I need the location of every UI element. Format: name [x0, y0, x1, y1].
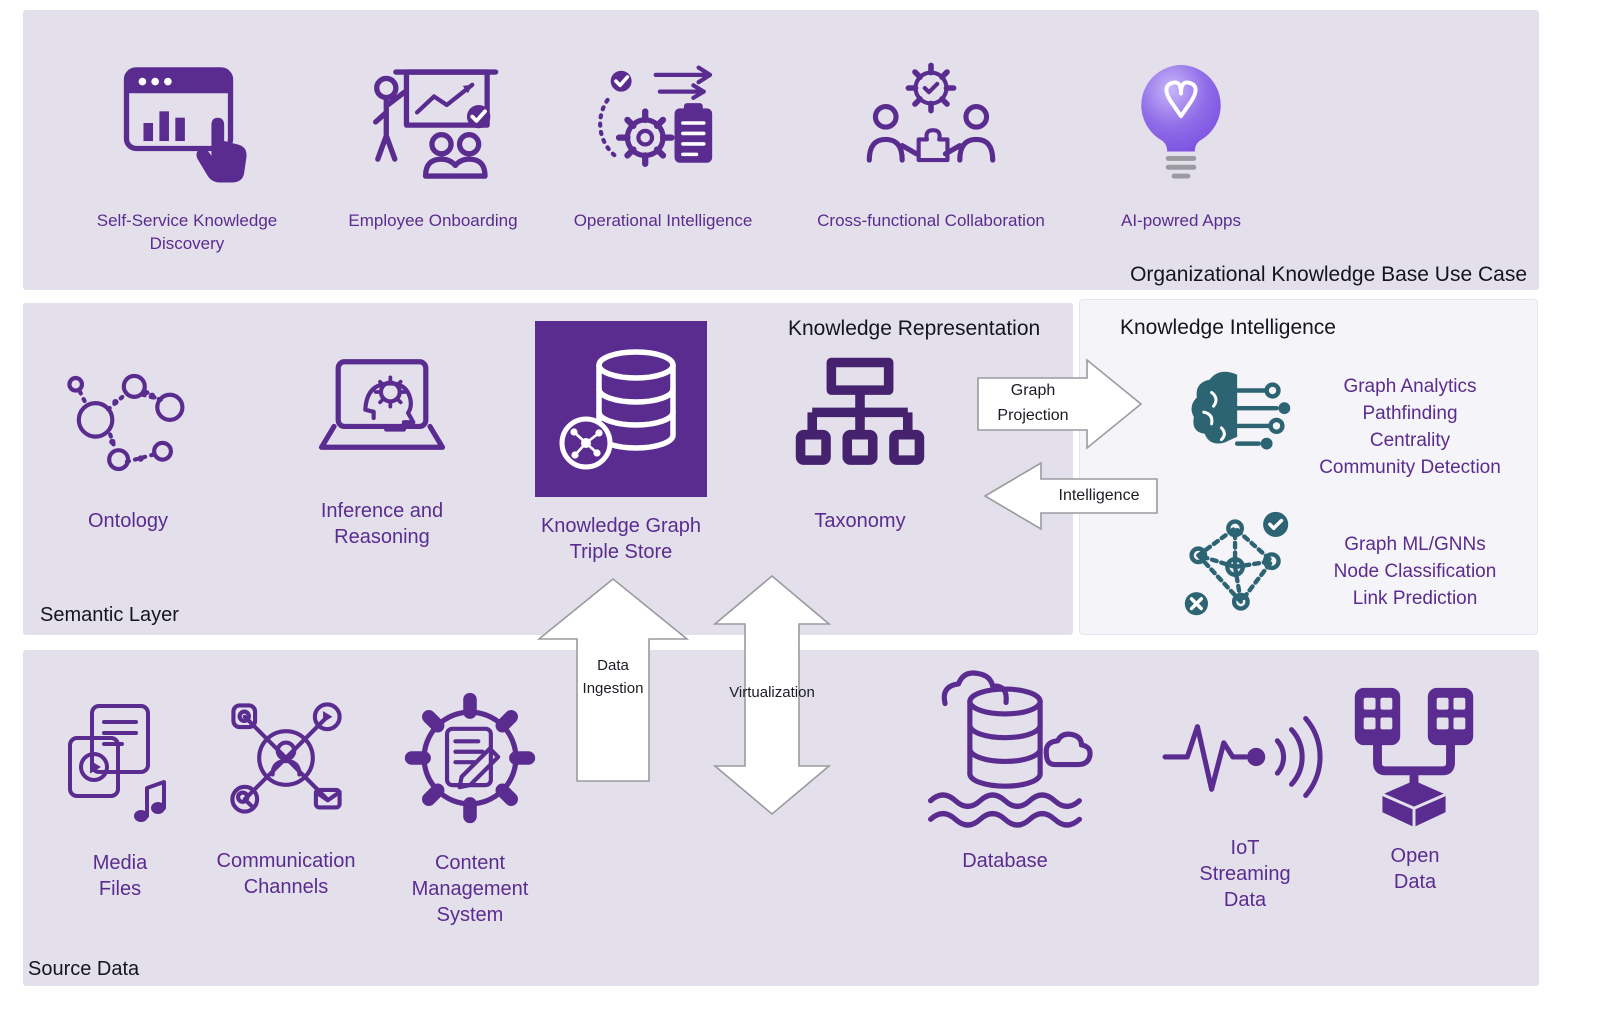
- use-case-panel: Self-Service Knowledge Discovery: [23, 10, 1539, 290]
- cms-label: Content Management System: [411, 852, 529, 926]
- browser-analytics-hand-icon: [118, 45, 256, 200]
- use-case-panel-caption: Organizational Knowledge Base Use Case: [1130, 263, 1527, 286]
- lightbulb-icon: [1122, 45, 1240, 200]
- data-ingestion-label: Data Ingestion: [582, 656, 644, 697]
- people-gear-puzzle-icon: [859, 45, 1003, 200]
- gear-document-icon: [397, 675, 543, 840]
- cms-item: Content Management System: [375, 675, 565, 928]
- use-case-label: Self-Service Knowledge Discovery: [96, 211, 278, 253]
- graph-projection-arrow: Graph Projection: [977, 357, 1143, 451]
- communication-network-icon: [219, 678, 353, 838]
- source-data-caption: Source Data: [28, 958, 140, 980]
- use-case-label: Cross-functional Collaboration: [817, 211, 1045, 230]
- intelligence-arrow: Intelligence: [983, 461, 1159, 531]
- inference-label: Inference and Reasoning: [320, 500, 444, 548]
- knowledge-representation-heading: Knowledge Representation: [788, 317, 1041, 340]
- use-case-item-onboarding: Employee Onboarding: [303, 45, 563, 233]
- use-case-item-ai-apps: AI-powred Apps: [1051, 45, 1311, 233]
- iot-signal-icon: [1159, 695, 1331, 825]
- brain-circuit-icon: [1180, 355, 1312, 485]
- communication-channels-item: Communication Channels: [191, 678, 381, 900]
- ontology-network-icon: [60, 348, 196, 498]
- semantic-layer-panel: Knowledge Representation Ontology: [23, 303, 1073, 635]
- intelligence-label: Intelligence: [1058, 486, 1140, 504]
- taxonomy-label: Taxonomy: [814, 510, 906, 532]
- use-case-item-operational: Operational Intelligence: [533, 45, 793, 233]
- presentation-people-icon: [364, 45, 502, 200]
- use-case-item-self-service: Self-Service Knowledge Discovery: [57, 45, 317, 256]
- open-data-item: Open Data: [1320, 678, 1510, 895]
- use-case-label: AI-powred Apps: [1120, 211, 1241, 230]
- virtualization-label: Virtualization: [729, 684, 815, 702]
- media-files-icon: [60, 685, 180, 840]
- gear-clipboard-check-icon: [595, 45, 731, 200]
- database-label: Database: [962, 850, 1048, 872]
- source-data-panel: Media Files: [23, 650, 1539, 986]
- triple-store-label: Knowledge Graph Triple Store: [540, 515, 702, 563]
- taxonomy-hierarchy-icon: [791, 348, 929, 498]
- ontology-item: Ontology: [23, 348, 233, 534]
- use-case-label: Employee Onboarding: [348, 211, 518, 230]
- inference-item: Inference and Reasoning: [277, 343, 487, 550]
- use-case-item-collaboration: Cross-functional Collaboration: [801, 45, 1061, 233]
- data-ingestion-arrow: Data Ingestion: [536, 577, 690, 783]
- use-case-label: Operational Intelligence: [573, 211, 753, 230]
- iot-label: IoT Streaming Data: [1199, 837, 1291, 911]
- knowledge-intelligence-panel: Knowledge Intelligence Graph Analytics P…: [1080, 300, 1537, 634]
- media-files-item: Media Files: [35, 685, 205, 902]
- knowledge-graph-database-icon: [535, 321, 707, 497]
- semantic-layer-caption: Semantic Layer: [40, 604, 179, 626]
- media-files-label: Media Files: [92, 852, 148, 900]
- iot-item: IoT Streaming Data: [1150, 695, 1340, 913]
- inference-laptop-brain-icon: [309, 343, 455, 488]
- database-item: Database: [900, 658, 1110, 874]
- ontology-label: Ontology: [87, 510, 169, 532]
- triple-store-item: Knowledge Graph Triple Store: [501, 321, 741, 565]
- knowledge-intelligence-heading: Knowledge Intelligence: [1120, 316, 1336, 339]
- open-data-label: Open Data: [1390, 845, 1440, 893]
- database-cloud-icon: [912, 658, 1098, 838]
- graph-ml-text: Graph ML/GNNs Node Classification Link P…: [1333, 534, 1497, 609]
- virtualization-arrow: Virtualization: [711, 574, 833, 816]
- taxonomy-item: Taxonomy: [755, 348, 965, 534]
- communication-channels-label: Communication Channels: [216, 850, 356, 898]
- graph-projection-label: Graph Projection: [997, 382, 1069, 424]
- graph-analytics-text: Graph Analytics Pathfinding Centrality C…: [1319, 376, 1501, 478]
- graph-ml-network-icon: [1175, 505, 1299, 625]
- open-data-cube-icon: [1341, 678, 1489, 833]
